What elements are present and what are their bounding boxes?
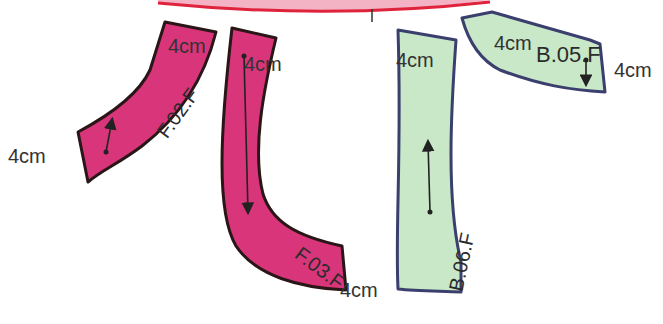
dimension-label: 4cm: [396, 50, 434, 70]
dimension-label: 4cm: [614, 60, 652, 80]
piece-shape: [78, 22, 216, 182]
piece-shape: [222, 28, 346, 290]
dimension-label: 4cm: [340, 280, 378, 300]
neckline-curve: [158, 2, 490, 11]
grain-line: [428, 142, 430, 212]
grain-end: [104, 150, 109, 155]
center-mark: [371, 9, 373, 22]
piece-label: B.05.F: [536, 44, 601, 66]
dimension-label: 4cm: [8, 146, 46, 166]
grain-end: [428, 210, 433, 215]
pattern-piece: B.05.F: [456, 8, 610, 100]
dimension-label: 4cm: [494, 33, 532, 53]
piece-shape: [462, 12, 605, 92]
dimension-label: 4cm: [168, 36, 206, 56]
neck-fill: [158, 0, 490, 12]
dimension-label: 4cm: [244, 54, 282, 74]
grain-line: [244, 56, 248, 212]
grain-line: [106, 120, 112, 152]
